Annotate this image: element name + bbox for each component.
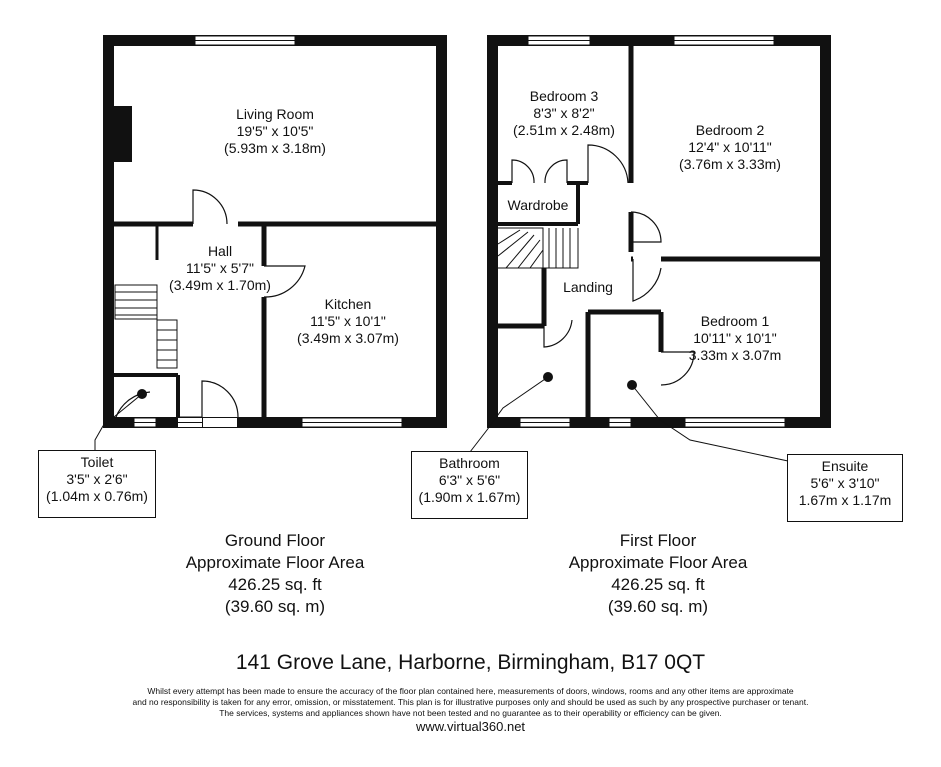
toilet-label-leader	[94, 393, 143, 450]
room-imperial-size: 12'4" x 10'11"	[688, 139, 772, 155]
room-label-wardrobe: Wardrobe	[498, 197, 578, 214]
ensuite-label-leader	[631, 384, 789, 462]
door-living-room	[192, 189, 228, 225]
room-metric-size: (3.49m x 3.07m)	[297, 330, 399, 346]
disclaimer: Whilst every attempt has been made to en…	[0, 686, 941, 719]
door-bathroom	[543, 319, 573, 348]
room-name: Kitchen	[324, 296, 372, 312]
disclaimer-line: and no responsibility is taken for any e…	[132, 697, 809, 707]
room-label-living-room: Living Room 19'5" x 10'5" (5.93m x 3.18m…	[195, 106, 355, 157]
room-name: Ensuite	[821, 458, 869, 474]
room-label-bedroom-1: Bedroom 1 10'11" x 10'1" 3.33m x 3.07m	[670, 313, 800, 364]
callout-ensuite: Ensuite 5'6" x 3'10" 1.67m x 1.17m	[787, 454, 903, 522]
room-label-hall: Hall 11'5" x 5'7" (3.49m x 1.70m)	[150, 243, 290, 294]
ground-floor-plan	[94, 35, 447, 450]
floor-area-sqft: 426.25 sq. ft	[228, 575, 322, 594]
room-metric-size: (5.93m x 3.18m)	[224, 140, 326, 156]
room-imperial-size: 8'3" x 8'2"	[533, 105, 595, 121]
room-name: Landing	[563, 279, 613, 295]
floor-title: Ground Floor	[224, 531, 326, 550]
floor-area-sqft: 426.25 sq. ft	[611, 575, 705, 594]
room-label-bedroom-2: Bedroom 2 12'4" x 10'11" (3.76m x 3.33m)	[655, 122, 805, 173]
room-imperial-size: 11'5" x 10'1"	[310, 313, 386, 329]
floor-subtitle: Approximate Floor Area	[185, 553, 365, 572]
door-ensuite	[660, 351, 695, 386]
room-name: Wardrobe	[507, 197, 569, 213]
disclaimer-line: The services, systems and appliances sho…	[219, 708, 722, 718]
chimney-breast	[114, 106, 132, 162]
door-kitchen	[263, 265, 306, 298]
room-metric-size: 1.67m x 1.17m	[798, 492, 892, 508]
property-address: 141 Grove Lane, Harborne, Birmingham, B1…	[235, 651, 706, 674]
ground-floor-stairs	[114, 284, 178, 369]
floor-title: First Floor	[619, 531, 697, 550]
door-wardrobe-left	[511, 159, 535, 184]
room-metric-size: (2.51m x 2.48m)	[513, 122, 615, 138]
room-imperial-size: 11'5" x 5'7"	[186, 260, 254, 276]
door-bedroom2	[630, 211, 662, 243]
room-metric-size: (1.90m x 1.67m)	[418, 489, 521, 505]
floor-subtitle: Approximate Floor Area	[568, 553, 748, 572]
room-metric-size: (1.04m x 0.76m)	[46, 488, 148, 504]
door-wardrobe-right	[544, 159, 568, 184]
door-bedroom1	[632, 259, 662, 302]
website-link[interactable]: www.virtual360.net	[415, 719, 526, 734]
room-imperial-size: 10'11" x 10'1"	[693, 330, 777, 346]
room-label-kitchen: Kitchen 11'5" x 10'1" (3.49m x 3.07m)	[278, 296, 418, 347]
room-imperial-size: 6'3" x 5'6"	[438, 472, 501, 488]
first-floor-stairs	[497, 227, 579, 269]
room-name: Bathroom	[439, 455, 500, 471]
door-bedroom3	[587, 144, 629, 184]
callout-toilet: Toilet 3'5" x 2'6" (1.04m x 0.76m)	[38, 450, 156, 518]
disclaimer-line: Whilst every attempt has been made to en…	[147, 686, 794, 696]
floor-area-sqm: (39.60 sq. m)	[607, 597, 709, 616]
door-front	[201, 380, 239, 418]
room-imperial-size: 19'5" x 10'5"	[236, 123, 314, 139]
room-label-landing: Landing	[548, 279, 628, 296]
room-imperial-size: 5'6" x 3'10"	[810, 475, 880, 491]
room-name: Hall	[207, 243, 233, 259]
callout-bathroom: Bathroom 6'3" x 5'6" (1.90m x 1.67m)	[411, 451, 528, 519]
ground-floor-windows	[133, 35, 403, 428]
room-name: Bedroom 1	[700, 313, 770, 329]
room-name: Bedroom 2	[695, 122, 765, 138]
room-metric-size: (3.76m x 3.33m)	[679, 156, 781, 172]
room-imperial-size: 3'5" x 2'6"	[66, 471, 128, 487]
room-name: Living Room	[236, 106, 314, 122]
bathroom-label-leader	[469, 376, 549, 453]
ground-floor-area: Ground Floor Approximate Floor Area 426.…	[160, 530, 390, 618]
floor-area-sqm: (39.60 sq. m)	[224, 597, 326, 616]
first-floor-outer-wall	[487, 35, 831, 428]
first-floor-plan	[469, 35, 831, 462]
room-label-bedroom-3: Bedroom 3 8'3" x 8'2" (2.51m x 2.48m)	[500, 88, 628, 139]
room-metric-size: (3.49m x 1.70m)	[169, 277, 271, 293]
first-floor-windows	[519, 35, 786, 428]
room-metric-size: 3.33m x 3.07m	[688, 347, 782, 363]
room-name: Bedroom 3	[529, 88, 599, 104]
room-name: Toilet	[80, 454, 114, 470]
first-floor-area: First Floor Approximate Floor Area 426.2…	[543, 530, 773, 618]
